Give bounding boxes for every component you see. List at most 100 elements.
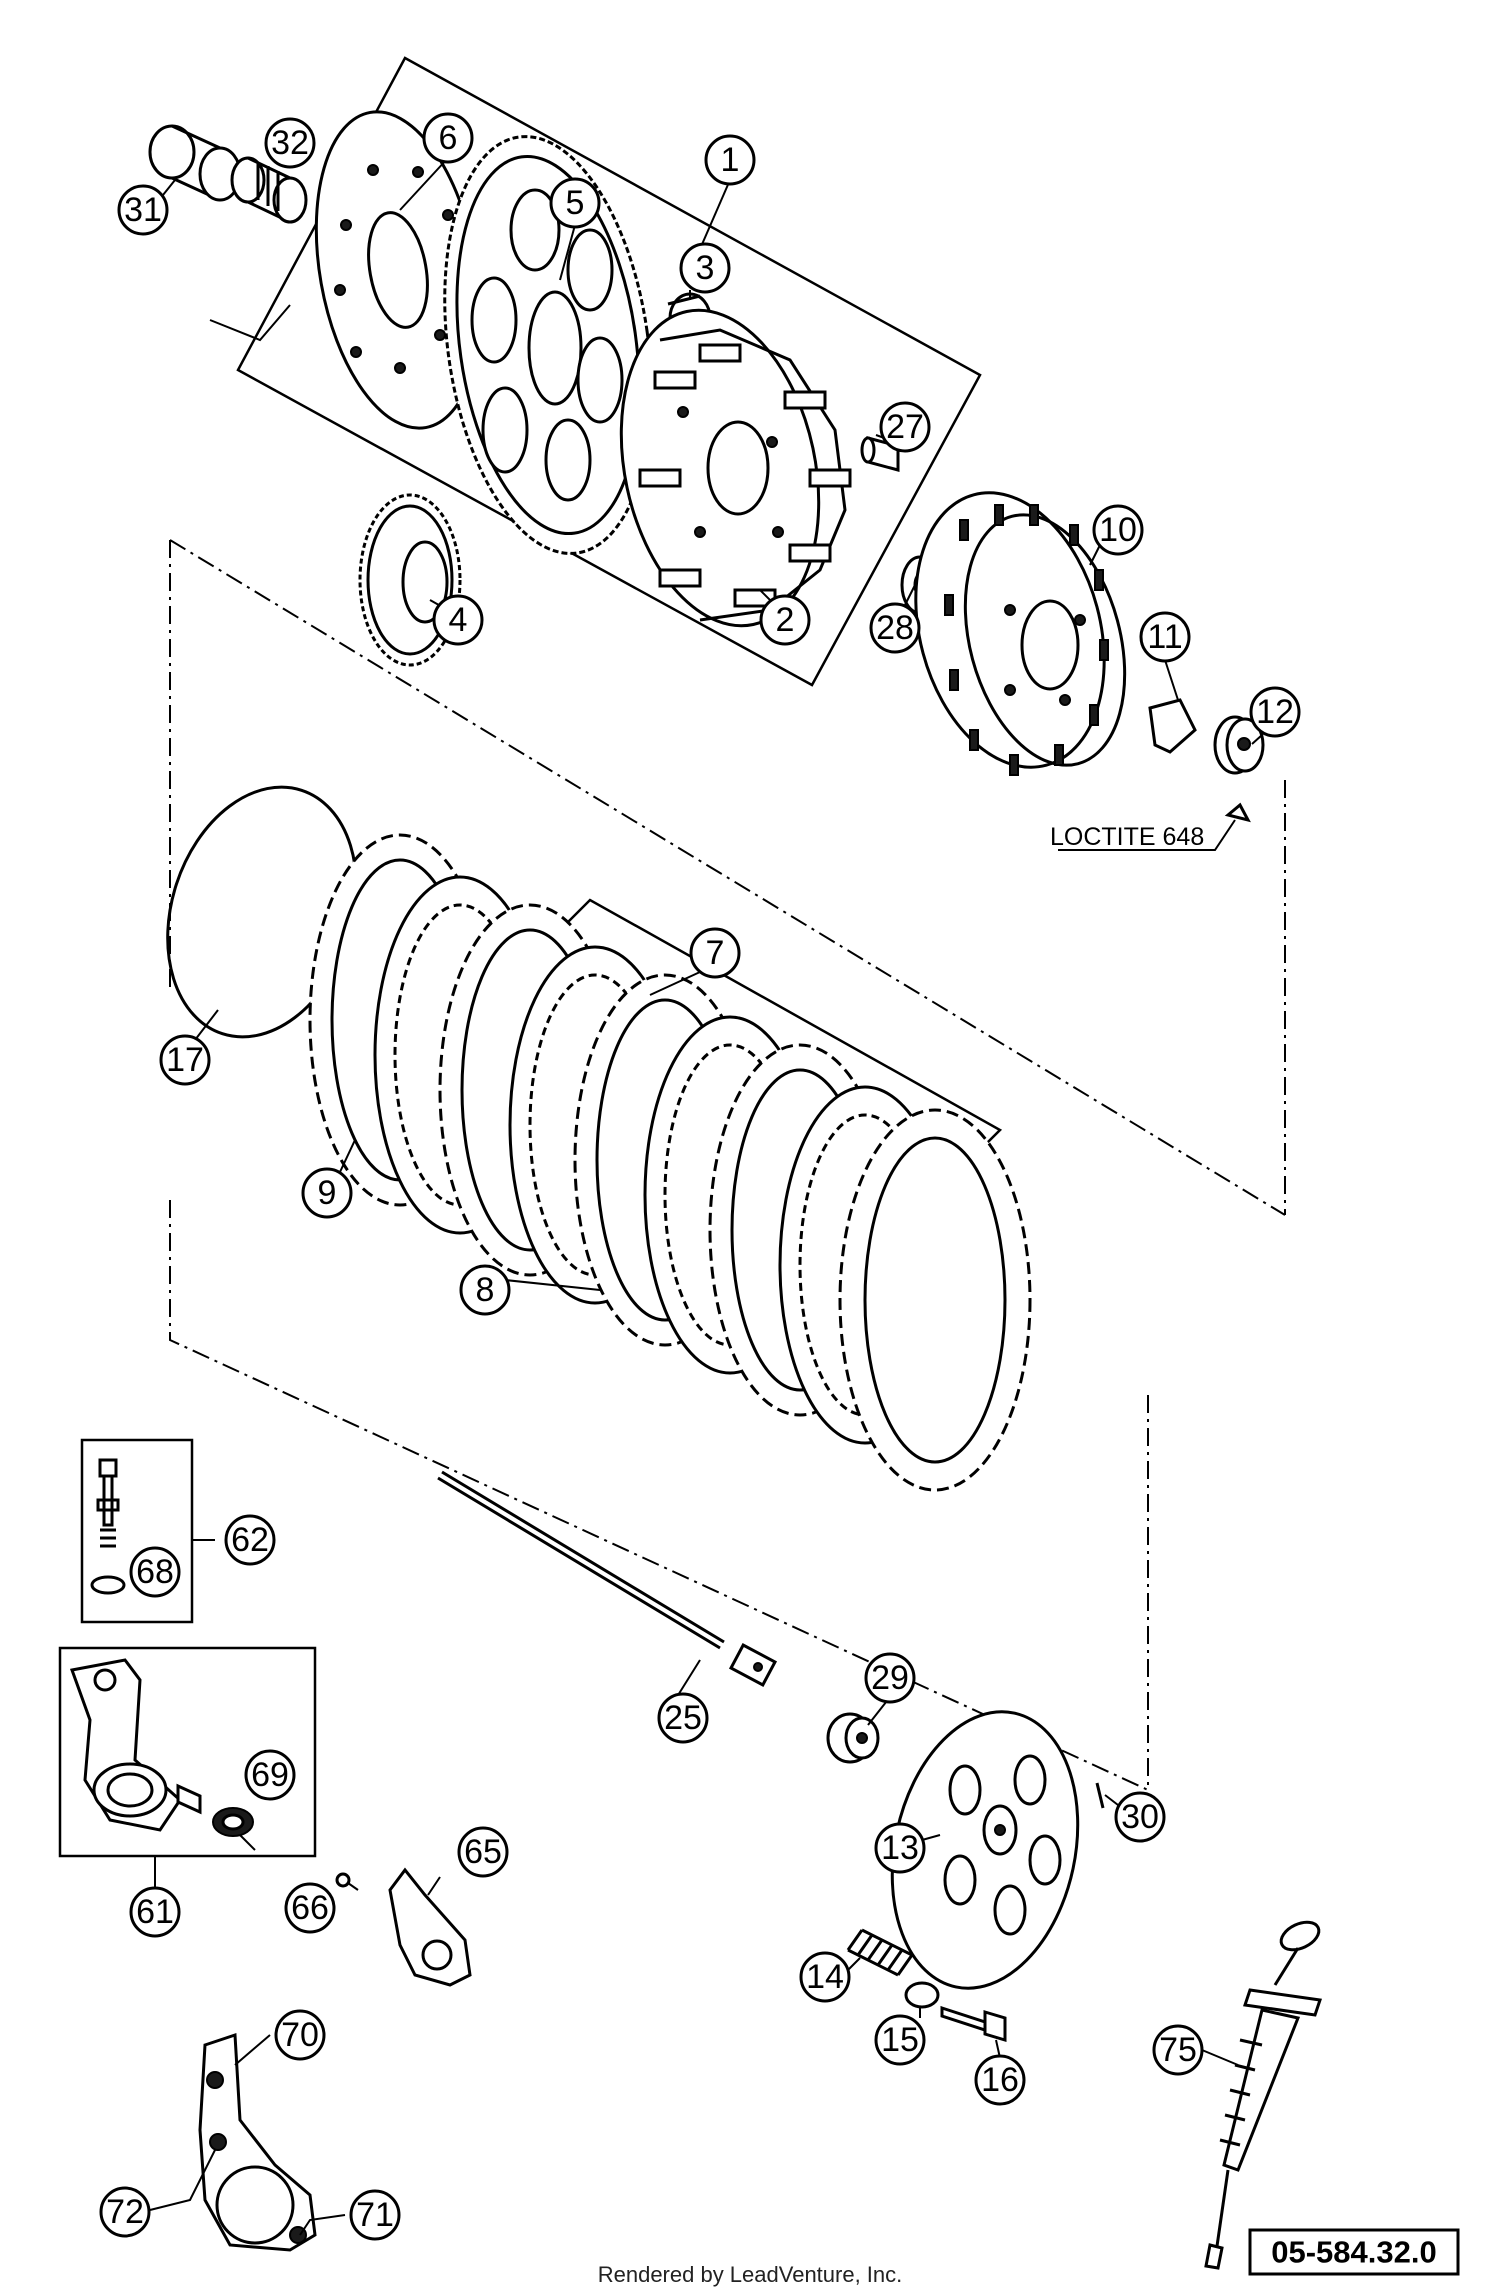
- svg-text:10: 10: [1099, 511, 1137, 549]
- callout-4: 4: [432, 594, 484, 646]
- callout-30: 30: [1114, 1791, 1166, 1843]
- svg-text:13: 13: [881, 1829, 919, 1867]
- callout-25: 25: [657, 1692, 709, 1744]
- svg-text:29: 29: [871, 1659, 909, 1697]
- svg-text:15: 15: [881, 2021, 919, 2059]
- svg-text:14: 14: [806, 1958, 844, 1996]
- callout-66: 66: [284, 1882, 336, 1934]
- reference-number: 05-584.32.0: [1271, 2235, 1436, 2270]
- loctite-note: LOCTITE 648: [1050, 823, 1204, 851]
- svg-text:6: 6: [439, 119, 458, 157]
- svg-text:16: 16: [981, 2061, 1019, 2099]
- rendered-by-footer: Rendered by LeadVenture, Inc.: [597, 2262, 903, 2287]
- svg-text:32: 32: [271, 124, 309, 162]
- callout-75: 75: [1152, 2024, 1204, 2076]
- callout-72: 72: [99, 2186, 151, 2238]
- part-15-washer: [904, 1981, 940, 2009]
- callout-3: 3: [679, 242, 731, 294]
- callout-13: 13: [874, 1822, 926, 1874]
- svg-text:71: 71: [356, 2196, 394, 2234]
- callout-16: 16: [974, 2054, 1026, 2106]
- svg-text:17: 17: [166, 1041, 204, 1079]
- part-6-disc: [314, 110, 482, 430]
- svg-text:7: 7: [706, 934, 725, 972]
- part-10-clutch-hub: [914, 491, 1127, 776]
- callout-1: 1: [704, 134, 756, 186]
- callout-2: 2: [759, 594, 811, 646]
- svg-text:1: 1: [721, 141, 740, 179]
- assembly-box-1: [236, 56, 982, 687]
- svg-text:28: 28: [876, 609, 914, 647]
- part-75-syringe: [1204, 1920, 1322, 2270]
- part-61-slave-cylinder: [69, 1658, 202, 1832]
- callout-12: 12: [1249, 686, 1301, 738]
- callout-69: 69: [244, 1749, 296, 1801]
- assembly-box-61: [58, 1646, 317, 1858]
- svg-text:62: 62: [231, 1521, 269, 1559]
- svg-text:72: 72: [106, 2193, 144, 2231]
- svg-text:65: 65: [464, 1833, 502, 1871]
- callout-68: 68: [129, 1546, 181, 1598]
- reference-number-box: [1248, 2228, 1460, 2276]
- part-5-primary-gear: [443, 135, 653, 555]
- svg-text:25: 25: [664, 1699, 702, 1737]
- svg-text:68: 68: [136, 1553, 174, 1591]
- callout-17: 17: [159, 1034, 211, 1086]
- part-65-gasket: [388, 1867, 472, 1987]
- svg-text:75: 75: [1159, 2031, 1197, 2069]
- svg-text:8: 8: [476, 1271, 495, 1309]
- svg-text:4: 4: [449, 601, 468, 639]
- part-70-gasket: [198, 2032, 317, 2252]
- svg-text:2: 2: [776, 601, 795, 639]
- part-69-piston: [212, 1807, 254, 1837]
- callout-32: 32: [264, 117, 316, 169]
- svg-text:61: 61: [136, 1893, 174, 1931]
- callout-9: 9: [301, 1167, 353, 1219]
- part-14-spring: [846, 1928, 914, 1977]
- part-2-clutch-basket: [619, 308, 852, 628]
- callout-10: 10: [1092, 504, 1144, 556]
- callout-31: 31: [117, 184, 169, 236]
- part-29-bearing: [826, 1712, 880, 1764]
- callout-29: 29: [864, 1652, 916, 1704]
- callout-5: 5: [549, 177, 601, 229]
- svg-text:30: 30: [1121, 1798, 1159, 1836]
- callout-14: 14: [799, 1951, 851, 2003]
- part-68-seal-ring: [90, 1575, 126, 1595]
- clutch-plate-stack: [308, 833, 1032, 1492]
- callout-61: 61: [129, 1886, 181, 1938]
- callout-27: 27: [879, 401, 931, 453]
- assembly-box-62: [80, 1438, 194, 1624]
- svg-text:27: 27: [886, 408, 924, 446]
- callout-15: 15: [874, 2014, 926, 2066]
- callout-28: 28: [869, 602, 921, 654]
- svg-text:12: 12: [1256, 693, 1294, 731]
- callout-65: 65: [457, 1826, 509, 1878]
- svg-text:66: 66: [291, 1889, 329, 1927]
- part-25-push-rod: [437, 1470, 778, 1687]
- part-11-lock-washer: [1148, 698, 1197, 754]
- part-31-bushing: [148, 124, 242, 202]
- part-62-bleed-screw: [96, 1458, 120, 1548]
- part-66-ball: [335, 1872, 351, 1888]
- part-16-screw: [940, 2005, 1007, 2043]
- svg-text:9: 9: [318, 1174, 337, 1212]
- callout-6: 6: [422, 112, 474, 164]
- part-12-nut: [1213, 715, 1265, 823]
- svg-text:11: 11: [1147, 618, 1182, 656]
- callout-71: 71: [349, 2189, 401, 2241]
- svg-text:3: 3: [696, 249, 715, 287]
- callout-62: 62: [224, 1514, 276, 1566]
- callout-70: 70: [274, 2009, 326, 2061]
- callout-7: 7: [689, 927, 741, 979]
- alignment-frame-lower: [169, 1200, 1149, 1791]
- svg-text:70: 70: [281, 2016, 319, 2054]
- part-30-pin: [1095, 1782, 1105, 1809]
- svg-text:31: 31: [124, 191, 162, 229]
- callout-11: 11: [1139, 611, 1191, 663]
- callout-8: 8: [459, 1264, 511, 1316]
- part-32-needle-bearing: [230, 156, 308, 224]
- svg-text:69: 69: [251, 1756, 289, 1794]
- svg-text:5: 5: [566, 184, 585, 222]
